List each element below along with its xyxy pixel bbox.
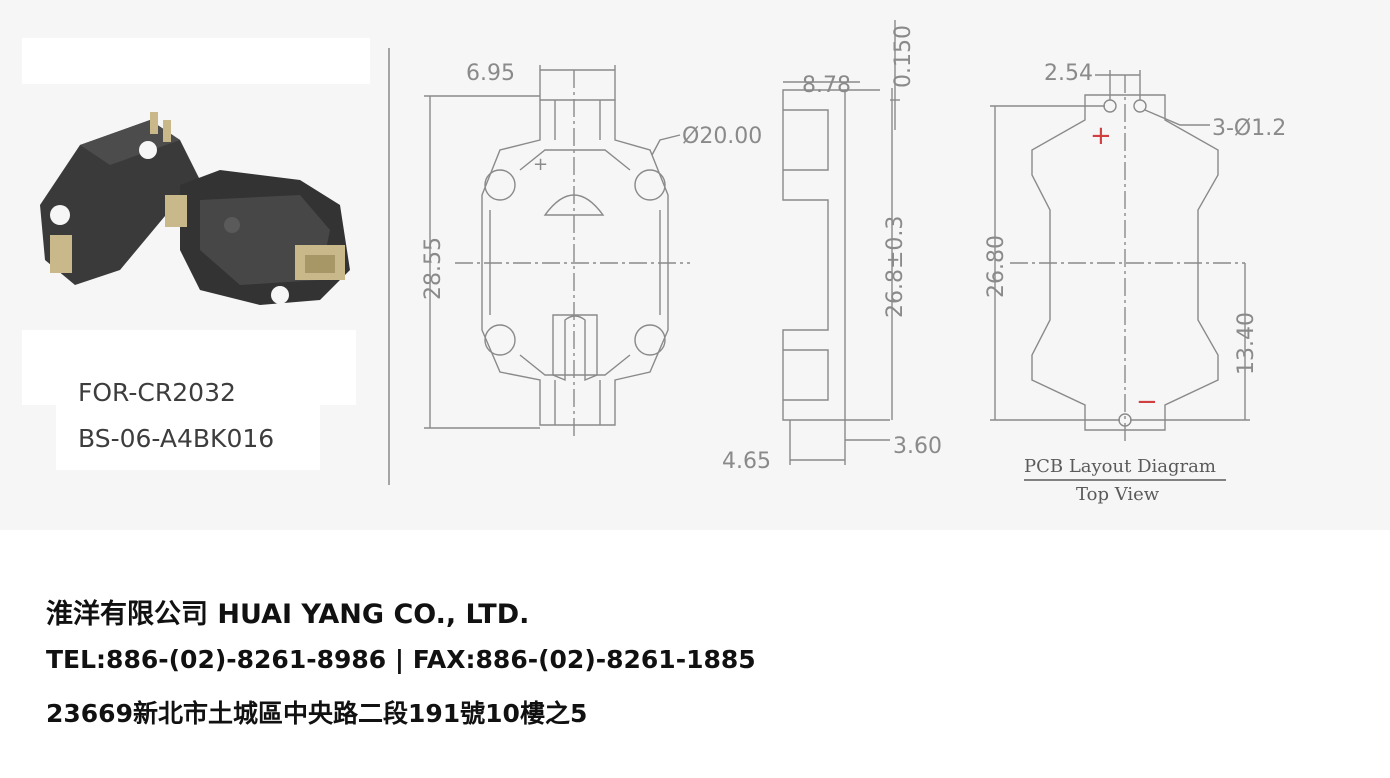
drawing-panel: 6.95 Ø20.00 28.55 + 8.78 0.150 26.8±0.3 … [22,20,1287,505]
technical-drawing: 6.95 Ø20.00 28.55 + 8.78 0.150 26.8±0.3 … [22,20,1287,505]
dim-side-bottom-b: 3.60 [893,434,942,459]
pcb-layout [990,70,1250,481]
dim-side-bottom-a: 4.65 [722,449,771,474]
label-box-2 [56,405,320,470]
pcb-plus-mark: + [1090,121,1112,151]
product-photo [40,112,350,305]
dim-diameter: Ø20.00 [682,124,762,149]
dim-top-width: 6.95 [466,61,515,86]
dim-side-length: 26.8±0.3 [883,216,908,318]
pcb-subtitle: Top View [1076,484,1160,505]
label-box-1 [22,330,356,405]
company-name: 淮洋有限公司 HUAI YANG CO., LTD. [46,599,530,630]
product-part-number: BS-06-A4BK016 [78,424,275,453]
dim-pcb-half: 13.40 [1234,312,1259,375]
holder-left-image [40,112,200,285]
front-plus-mark: + [533,154,548,175]
product-for-label: FOR-CR2032 [78,378,236,407]
dim-side-width: 8.78 [802,73,851,98]
dim-pcb-length: 26.80 [984,235,1009,298]
dim-pcb-holes: 3-Ø1.2 [1212,116,1286,141]
company-contact: TEL:886-(02)-8261-8986 | FAX:886-(02)-82… [46,645,756,674]
company-address: 23669新北市土城區中央路二段191號10樓之5 [46,699,588,728]
dim-side-offset: 0.150 [891,25,916,88]
dim-pcb-pitch: 2.54 [1044,61,1093,86]
dim-overall-length: 28.55 [421,237,446,300]
pcb-title: PCB Layout Diagram [1024,456,1216,477]
pcb-minus-mark: − [1136,387,1158,417]
photo-header-box [22,38,370,84]
front-view [424,65,690,440]
holder-right-image [165,170,350,305]
side-view [782,20,900,465]
